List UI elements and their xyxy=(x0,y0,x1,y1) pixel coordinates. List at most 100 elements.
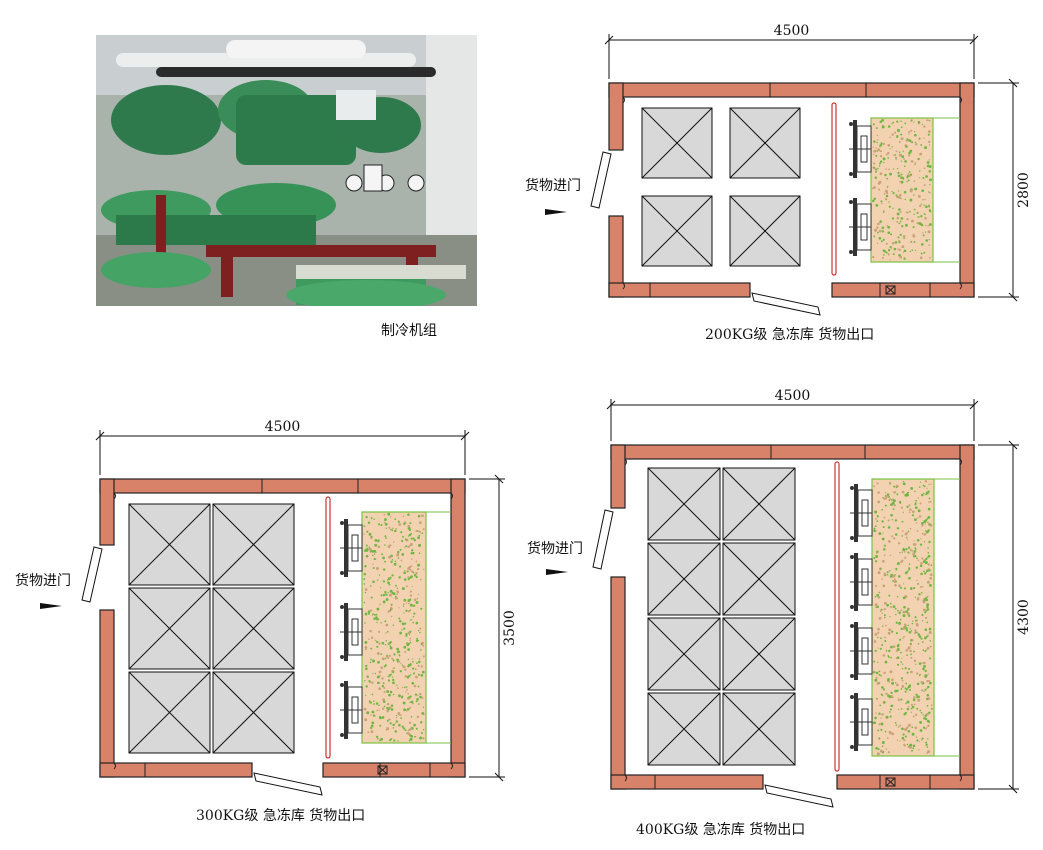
speckle-dot xyxy=(907,725,910,728)
speckle-dot xyxy=(885,251,888,254)
speckle-dot xyxy=(900,197,903,200)
speckle-dot xyxy=(409,598,412,601)
speckle-dot xyxy=(926,648,928,651)
speckle-dot xyxy=(387,718,390,721)
speckle-dot xyxy=(383,705,386,708)
speckle-dot xyxy=(373,703,375,705)
speckle-dot xyxy=(911,620,914,623)
speckle-dot xyxy=(888,168,890,171)
speckle-dot xyxy=(873,153,875,156)
speckle-dot xyxy=(875,671,879,675)
speckle-dot xyxy=(372,659,375,663)
speckle-dot xyxy=(925,598,929,602)
pallet-cross xyxy=(647,617,721,691)
speckle-dot xyxy=(884,189,888,193)
speckle-dot xyxy=(918,748,920,751)
speckle-dot xyxy=(922,726,926,729)
speckle-dot xyxy=(892,605,896,608)
speckle-dot xyxy=(397,712,401,715)
speckle-dot xyxy=(909,743,913,747)
speckle-dot xyxy=(883,701,886,704)
speckle-dot xyxy=(905,610,908,613)
speckle-dot xyxy=(404,538,407,541)
speckle-dot xyxy=(413,574,417,577)
speckle-dot xyxy=(904,160,907,163)
wall-corner-hook xyxy=(113,762,116,770)
speckle-dot xyxy=(873,485,876,488)
speckle-dot xyxy=(882,688,886,691)
speckle-dot xyxy=(896,168,899,170)
speckle-dot xyxy=(880,693,883,696)
speckle-dot xyxy=(909,210,911,213)
speckle-dot xyxy=(914,187,918,191)
speckle-dot xyxy=(383,518,387,522)
speckle-dot xyxy=(921,189,925,193)
speckle-dot xyxy=(366,675,369,678)
tick-mark xyxy=(1008,784,1018,794)
speckle-dot xyxy=(410,715,413,718)
fan-knob xyxy=(850,624,854,628)
speckle-dot xyxy=(410,565,413,567)
speckle-dot xyxy=(410,674,412,676)
speckle-dot xyxy=(884,661,887,663)
speckle-dot xyxy=(369,585,372,587)
speckle-dot xyxy=(905,702,907,705)
speckle-dot xyxy=(402,515,405,518)
speckle-dot xyxy=(365,664,368,668)
speckle-dot xyxy=(904,687,907,690)
speckle-dot xyxy=(901,679,904,682)
entrance-door-leaf xyxy=(590,151,612,209)
speckle-dot xyxy=(907,685,911,688)
speckle-dot xyxy=(906,743,909,746)
speckle-dot xyxy=(396,658,399,662)
speckle-dot xyxy=(917,517,919,519)
speckle-dot xyxy=(912,698,916,702)
speckle-dot xyxy=(382,556,385,560)
speckle-dot xyxy=(879,120,883,124)
speckle-dot xyxy=(914,502,917,504)
speckle-dot xyxy=(924,224,927,227)
speckle-dot xyxy=(874,716,877,720)
walls xyxy=(610,444,975,790)
speckle-dot xyxy=(900,627,903,631)
speckle-dot xyxy=(403,578,407,581)
speckle-dot xyxy=(395,717,397,719)
speckle-dot xyxy=(903,636,905,638)
pallet-cross xyxy=(647,542,721,616)
speckle-dot xyxy=(885,242,888,245)
speckle-dot xyxy=(417,536,420,540)
speckle-dot xyxy=(930,564,933,567)
speckle-dot xyxy=(415,621,419,625)
speckle-dot xyxy=(386,630,389,633)
speckle-dot xyxy=(404,675,407,678)
speckle-dot xyxy=(878,150,881,152)
bottom-wall-left xyxy=(610,774,764,790)
speckle-dot xyxy=(884,636,886,639)
speckle-dot xyxy=(927,490,930,493)
speckle-dot xyxy=(901,535,903,537)
speckle-dot xyxy=(875,147,878,149)
speckle-dot xyxy=(896,216,900,220)
speckle-dot xyxy=(415,571,418,575)
speckle-dot xyxy=(907,705,910,708)
speckle-dot xyxy=(898,151,901,153)
speckle-dot xyxy=(898,140,901,143)
speckle-dot xyxy=(928,711,931,714)
speckle-dot xyxy=(367,612,370,615)
speckle-dot xyxy=(408,566,412,569)
speckle-dot xyxy=(878,591,881,594)
speckle-dot xyxy=(928,627,932,631)
speckle-dot xyxy=(908,154,911,157)
speckle-dot xyxy=(905,626,908,630)
speckle-dot xyxy=(921,585,924,588)
speckle-dot xyxy=(387,581,390,585)
speckle-dot xyxy=(889,148,891,150)
speckle-dot xyxy=(915,499,917,502)
speckle-dot xyxy=(889,670,893,674)
speckle-dot xyxy=(392,624,395,626)
wall-corner-hook xyxy=(624,458,627,466)
speckle-dot xyxy=(387,611,389,613)
speckle-dot xyxy=(384,560,387,563)
speckle-dot xyxy=(383,514,386,516)
